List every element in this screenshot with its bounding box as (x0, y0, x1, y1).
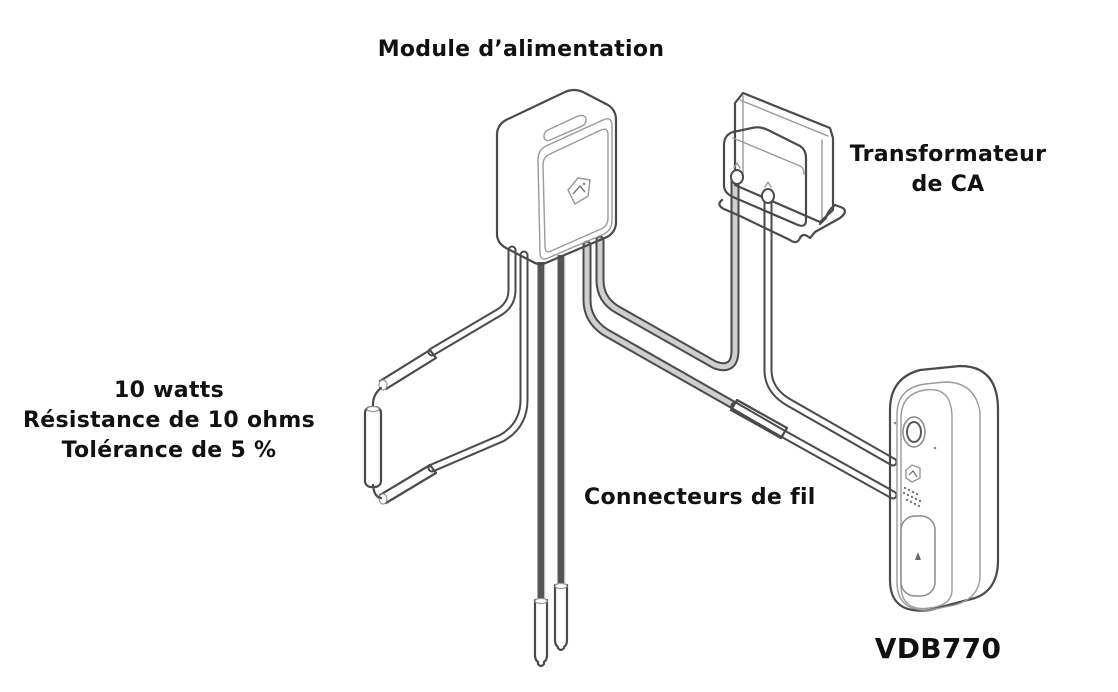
power-module-label: Module d’alimentation (360, 35, 682, 65)
doorbell-model-label-text: VDB770 (874, 632, 1002, 665)
resistor-label-tolerance: Tolérance de 5 % (61, 438, 277, 463)
dark-wires (537, 255, 566, 600)
doorbell-model-label: VDB770 (872, 631, 1004, 667)
video-doorbell (888, 364, 1000, 612)
transformer-label-line-1: Transformateur (849, 142, 1047, 167)
doorbell-wires (730, 190, 898, 500)
resistor-label: 10 watts Résistance de 10 ohms Tolérance… (10, 376, 328, 466)
resistor-wires (427, 245, 529, 473)
resistor-label-wattage: 10 watts (114, 378, 224, 403)
wire-end-connectors (533, 582, 569, 668)
wire-connector (729, 398, 789, 440)
transformer-label: Transformateur de CA (842, 140, 1054, 200)
speaker-grille (902, 486, 922, 508)
ac-transformer (718, 91, 847, 244)
gray-wires (582, 173, 740, 411)
wire-connectors-label: Connecteurs de fil (584, 483, 846, 513)
wire-connectors-label-text: Connecteurs de fil (584, 485, 816, 510)
transformer-label-line-2: de CA (911, 172, 985, 197)
power-module (495, 88, 618, 266)
resistor-label-resistance: Résistance de 10 ohms (23, 408, 315, 433)
power-module-label-text: Module d’alimentation (377, 37, 665, 62)
bell-icon (915, 552, 921, 560)
resistor (363, 348, 438, 505)
